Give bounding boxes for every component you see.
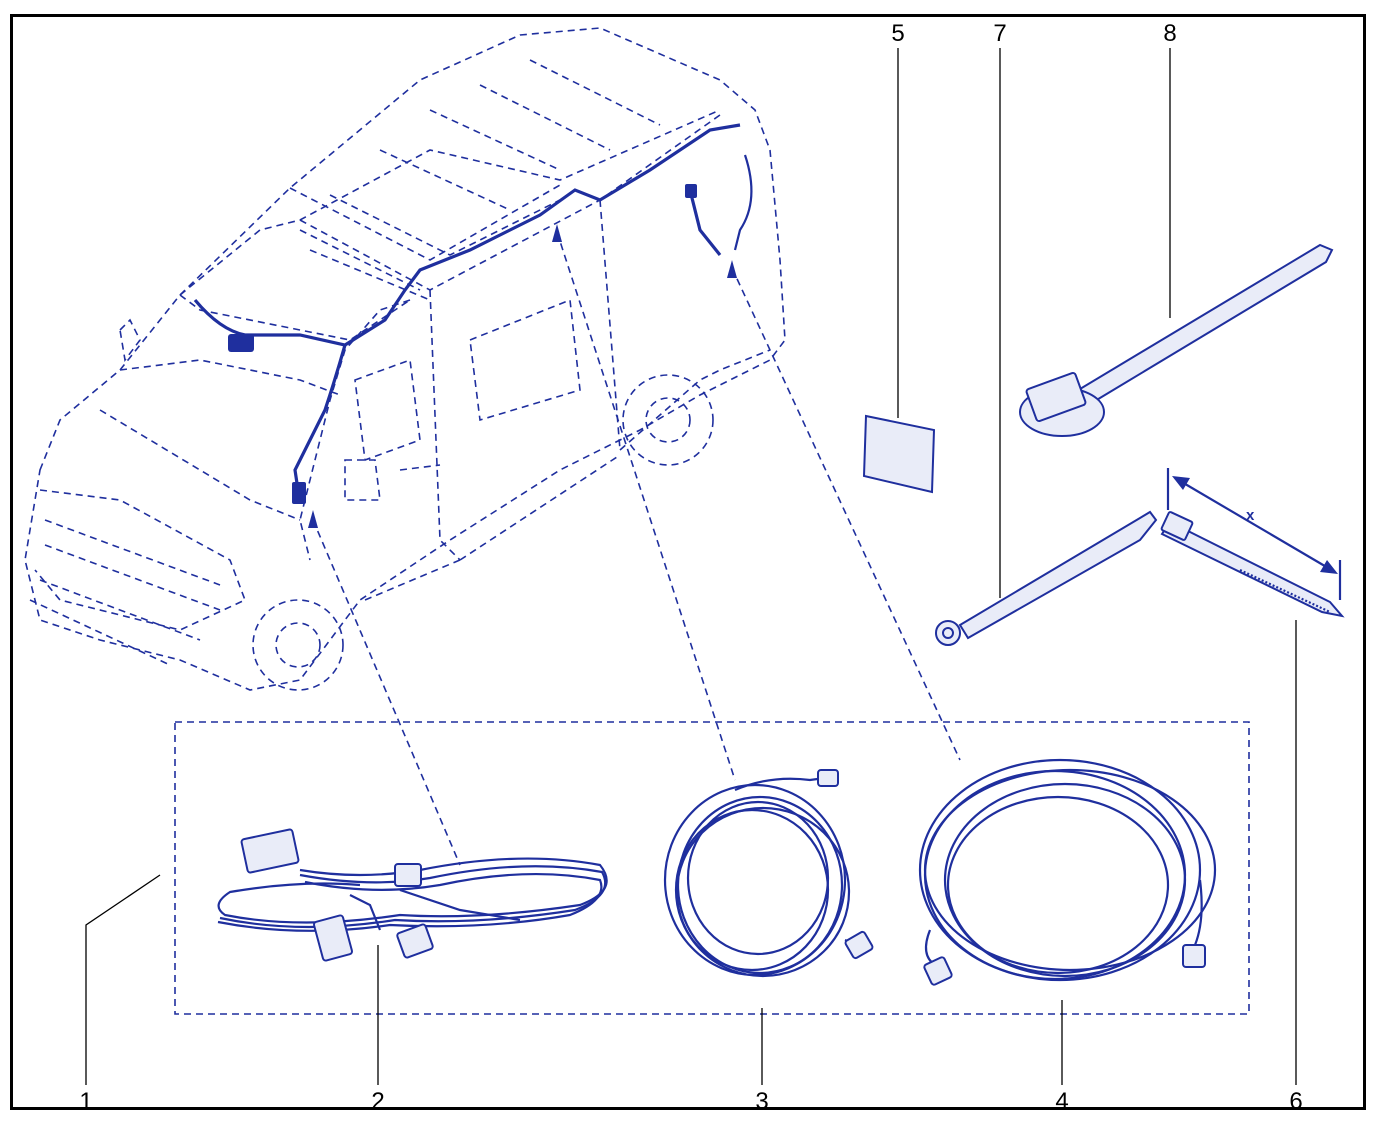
assembly-leader-lines [312,231,961,866]
callout-7: 7 [993,20,1007,47]
callout-6: 6 [1289,1088,1303,1115]
tie-item-8 [1019,243,1334,437]
cable-item-4 [918,758,1217,986]
callout-1: 1 [79,1088,93,1115]
callout-4: 4 [1055,1088,1069,1115]
diagram-frame [10,14,1366,1110]
dimension-label: x [1246,507,1255,524]
connector-marker [292,482,306,504]
cable-item-3 [663,769,874,978]
callout-8: 8 [1163,20,1177,47]
pad-item-5 [862,414,936,494]
callout-2: 2 [371,1088,385,1115]
callout-3: 3 [755,1088,769,1115]
callout-leaders [85,48,1297,1085]
tie-item-7 [935,510,1158,646]
tie-item-6 [1160,468,1345,618]
callout-5: 5 [891,20,905,47]
harness-item-2 [217,828,608,962]
routed-harness [193,123,753,528]
connector-marker [228,334,254,352]
kit-box [174,721,1250,1015]
van-illustration [24,27,786,691]
connector-marker [685,184,697,198]
